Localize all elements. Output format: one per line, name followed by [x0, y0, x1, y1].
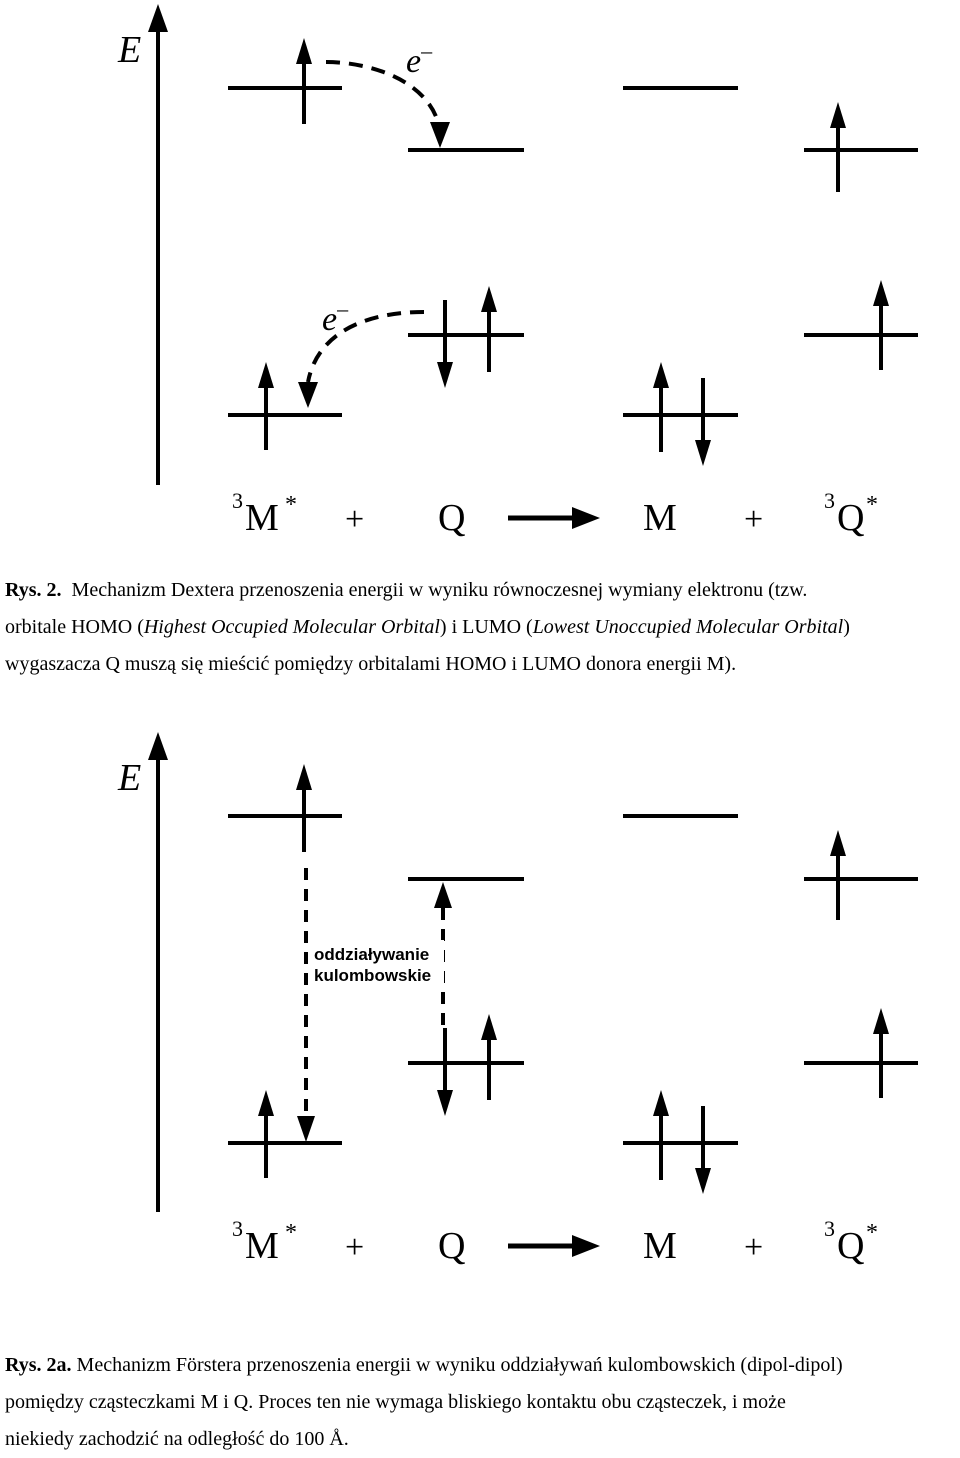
svg-text:+: + — [345, 1229, 364, 1266]
orbital-m-ground-homo — [623, 1090, 738, 1194]
svg-text:*: * — [285, 1220, 297, 1246]
electron-label-1: e– — [406, 38, 433, 80]
svg-text:Q: Q — [837, 497, 864, 539]
svg-text:3: 3 — [232, 1216, 243, 1241]
svg-text:Q: Q — [837, 1225, 864, 1267]
orbital-m-homo — [228, 362, 342, 450]
svg-text:+: + — [345, 501, 364, 538]
interaction-label-line-1: oddziaływanie — [314, 945, 429, 964]
caption-dexter: Rys. 2. Mechanizm Dextera przenoszenia e… — [5, 572, 957, 683]
orbital-q-triplet-lumo — [804, 102, 918, 192]
energy-axis-label: E — [117, 757, 141, 799]
svg-text:3: 3 — [824, 1216, 835, 1241]
energy-axis — [148, 732, 168, 1212]
caption-dexter-line-3: wygaszacza Q muszą się mieścić pomiędzy … — [5, 653, 737, 675]
orbital-m-lumo — [228, 38, 342, 124]
svg-text:M: M — [643, 1225, 677, 1267]
svg-text:+: + — [744, 501, 763, 538]
caption-forster-line-3: niekiedy zachodzić na odległość do 100 Å… — [5, 1428, 349, 1450]
reaction-arrow — [508, 507, 600, 529]
svg-text:Q: Q — [438, 1225, 465, 1267]
svg-text:3: 3 — [232, 488, 243, 513]
electron-transfer-arrow-1 — [325, 60, 450, 148]
orbital-q-triplet-homo — [804, 280, 918, 370]
orbital-q-triplet-lumo — [804, 830, 918, 920]
reaction-arrow — [508, 1235, 600, 1257]
svg-text:*: * — [866, 1220, 878, 1246]
orbital-m-lumo — [228, 764, 342, 852]
svg-text:M: M — [643, 497, 677, 539]
orbital-q-homo — [408, 286, 524, 388]
reaction-equation: 3 M * + Q M + 3 Q * — [232, 1216, 878, 1267]
caption-forster-line-2: pomiędzy cząsteczkami M i Q. Proces ten … — [5, 1391, 786, 1413]
reaction-equation: 3 M * + Q M + 3 Q * — [232, 488, 878, 539]
energy-axis-label: E — [117, 29, 141, 71]
svg-text:*: * — [866, 492, 878, 518]
electron-transfer-arrow-2 — [298, 310, 425, 408]
forster-diagram: E oddziaływanie kulombowskie — [117, 732, 918, 1267]
electron-label-2: e– — [322, 296, 349, 338]
svg-text:M: M — [245, 497, 279, 539]
svg-text:Q: Q — [438, 497, 465, 539]
coulomb-arrow-up — [434, 882, 452, 1026]
caption-forster-line-1: Rys. 2a. Mechanizm Förstera przenoszenia… — [5, 1354, 843, 1376]
orbital-m-homo — [228, 1090, 342, 1178]
svg-text:M: M — [245, 1225, 279, 1267]
caption-dexter-line-2: orbitale HOMO (Highest Occupied Molecula… — [5, 616, 850, 638]
svg-text:+: + — [744, 1229, 763, 1266]
svg-text:*: * — [285, 492, 297, 518]
caption-forster: Rys. 2a. Mechanizm Förstera przenoszenia… — [5, 1347, 957, 1458]
orbital-m-ground-homo — [623, 362, 738, 466]
caption-dexter-line-1: Rys. 2. Mechanizm Dextera przenoszenia e… — [5, 579, 808, 601]
orbital-q-homo — [408, 1014, 524, 1116]
svg-text:3: 3 — [824, 488, 835, 513]
dexter-diagram: E e– e– — [117, 4, 918, 539]
interaction-label-line-2: kulombowskie — [314, 966, 431, 985]
orbital-q-triplet-homo — [804, 1008, 918, 1098]
coulomb-arrow-down — [297, 868, 315, 1142]
energy-axis — [148, 4, 168, 485]
